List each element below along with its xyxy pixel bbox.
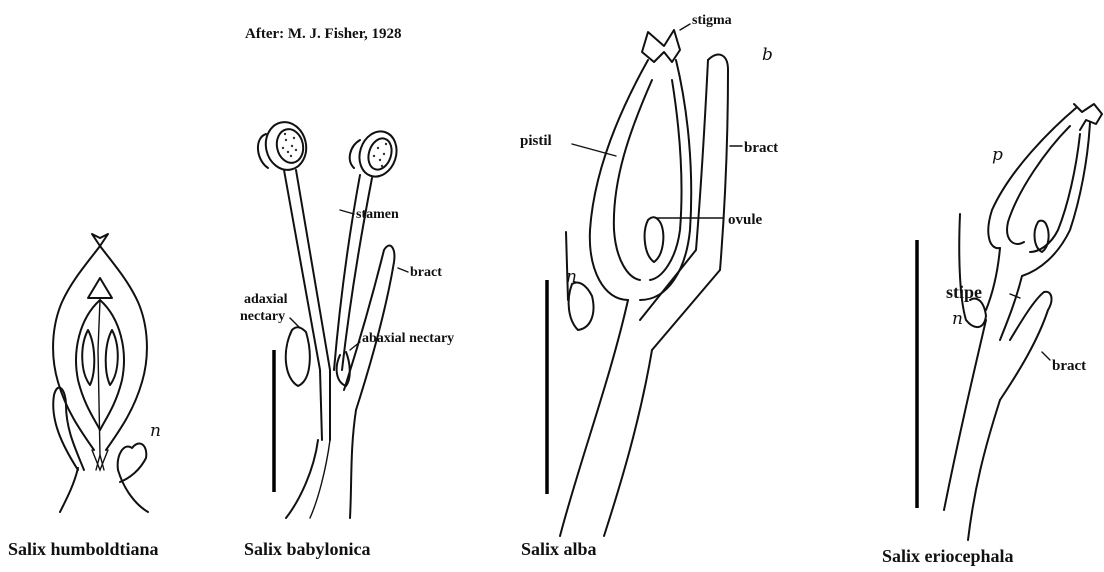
humboldtiana-nectary-label: n: [150, 421, 161, 441]
babylonica-caption: Salix babylonica: [244, 539, 371, 559]
humboldtiana-drawing: [53, 234, 148, 512]
eriocephala-bract-label: bract: [1052, 358, 1086, 374]
alba-ovule-label: ovule: [728, 212, 763, 228]
humboldtiana-caption: Salix humboldtiana: [8, 539, 159, 559]
alba-drawing: [560, 24, 742, 536]
credit-text: After: M. J. Fisher, 1928: [245, 26, 402, 42]
eriocephala-nectary-label: n: [952, 309, 963, 329]
alba-caption: Salix alba: [521, 539, 597, 559]
alba-pistil-label: pistil: [520, 133, 552, 149]
eriocephala-drawing: [944, 104, 1102, 540]
eriocephala-stipe-label: stipe: [946, 282, 982, 302]
alba-stigma-label: stigma: [692, 13, 732, 28]
babylonica-adaxial-label-line2: nectary: [240, 309, 285, 324]
panel-letter: b: [762, 45, 773, 65]
babylonica-bract-label: bract: [410, 265, 442, 280]
eriocephala-caption: Salix eriocephala: [882, 546, 1014, 566]
babylonica-abaxial-label: abaxial nectary: [362, 331, 454, 346]
babylonica-adaxial-label-line1: adaxial: [244, 292, 288, 307]
alba-bract-label: bract: [744, 140, 778, 156]
eriocephala-pistil-label: p: [992, 145, 1003, 165]
alba-nectary-label: n: [566, 267, 577, 287]
babylonica-stamen-label: stamen: [356, 207, 399, 222]
